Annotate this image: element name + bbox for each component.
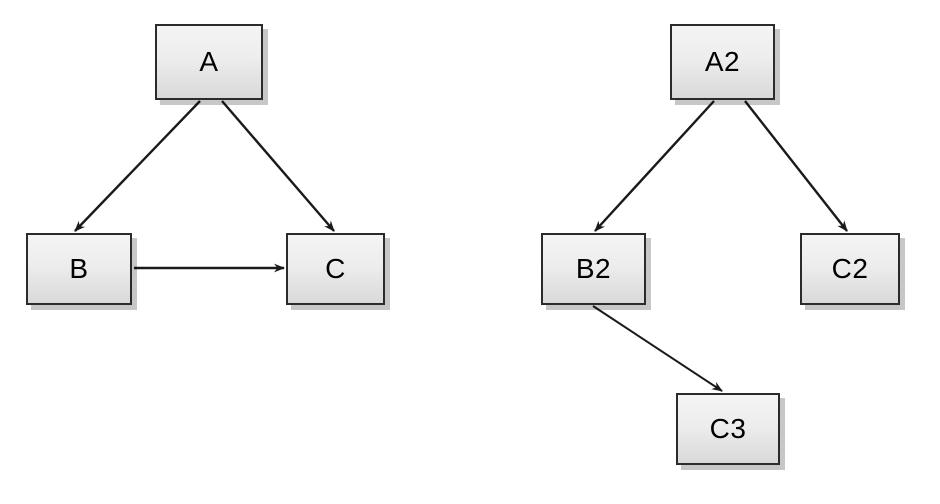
node-a2[interactable]: A2 (670, 24, 775, 100)
node-b2-label: B2 (575, 253, 612, 284)
node-a-label: A (199, 46, 219, 77)
edge-A-to-C (221, 100, 335, 232)
node-c2[interactable]: C2 (800, 233, 900, 305)
node-a2-label: A2 (704, 46, 741, 77)
edge-A2-to-C2 (744, 100, 848, 232)
node-c3-label: C3 (709, 413, 747, 444)
node-a[interactable]: A (155, 24, 263, 100)
edge-B2-to-C3 (592, 305, 723, 392)
node-c2-label: C2 (831, 253, 869, 284)
node-b2[interactable]: B2 (541, 233, 646, 305)
node-c[interactable]: C (286, 233, 385, 305)
node-c3[interactable]: C3 (676, 393, 780, 465)
node-b[interactable]: B (26, 233, 132, 305)
edge-A-to-B (74, 100, 201, 232)
node-c-label: C (325, 253, 346, 284)
edge-A2-to-B2 (594, 100, 715, 232)
node-b-label: B (69, 253, 89, 284)
